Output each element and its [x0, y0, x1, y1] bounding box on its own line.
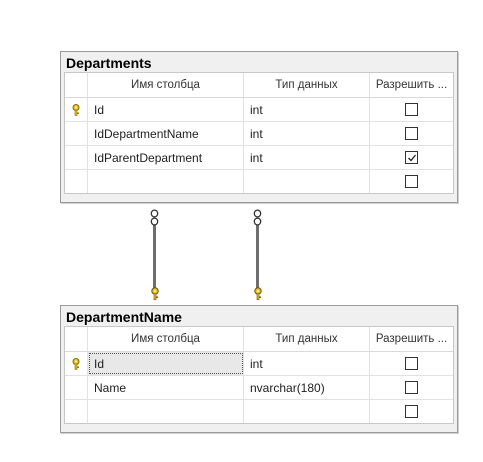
- departmentname-table[interactable]: DepartmentName Имя столбца Тип данных Ра…: [60, 305, 458, 433]
- row-selector-header: [65, 73, 88, 97]
- allow-nulls-checkbox[interactable]: [405, 357, 418, 370]
- row-selector[interactable]: [65, 400, 88, 423]
- table-row-new[interactable]: [65, 170, 453, 193]
- column-name-cell[interactable]: Id: [88, 352, 244, 375]
- primary-key-icon: [72, 357, 80, 370]
- relationship-line[interactable]: [153, 219, 156, 294]
- row-selector[interactable]: [65, 376, 88, 399]
- column-grid: Имя столбца Тип данных Разрешить ... Id …: [64, 72, 454, 194]
- allow-nulls-cell[interactable]: [370, 170, 453, 193]
- primary-key-icon: [151, 287, 159, 301]
- column-grid: Имя столбца Тип данных Разрешить ... Id …: [64, 326, 454, 424]
- column-name-cell[interactable]: Name: [88, 376, 244, 399]
- checkmark-icon: [407, 154, 416, 161]
- column-name-cell[interactable]: IdParentDepartment: [88, 146, 244, 169]
- allow-nulls-checkbox[interactable]: [405, 103, 418, 116]
- table-row[interactable]: Id int: [65, 98, 453, 122]
- row-selector[interactable]: [65, 170, 88, 193]
- allow-nulls-header[interactable]: Разрешить ...: [375, 333, 448, 345]
- row-selector-header: [65, 327, 88, 351]
- primary-key-icon: [254, 287, 262, 301]
- data-type-cell[interactable]: int: [244, 352, 370, 375]
- row-selector[interactable]: [65, 98, 88, 121]
- column-name-cell[interactable]: [88, 170, 244, 193]
- column-name-cell[interactable]: IdDepartmentName: [88, 122, 244, 145]
- grid-header: Имя столбца Тип данных Разрешить ...: [65, 327, 453, 352]
- allow-nulls-checkbox[interactable]: [405, 127, 418, 140]
- allow-nulls-checkbox[interactable]: [405, 381, 418, 394]
- infinity-icon: [253, 209, 262, 226]
- table-row[interactable]: IdDepartmentName int: [65, 122, 453, 146]
- data-type-cell[interactable]: [244, 170, 370, 193]
- table-row[interactable]: Id int: [65, 352, 453, 376]
- allow-nulls-checkbox[interactable]: [405, 151, 418, 164]
- table-footer: [61, 194, 457, 202]
- allow-nulls-cell[interactable]: [370, 400, 453, 423]
- data-type-cell[interactable]: [244, 400, 370, 423]
- data-type-header[interactable]: Тип данных: [244, 73, 370, 97]
- row-selector[interactable]: [65, 352, 88, 375]
- column-name-header[interactable]: Имя столбца: [88, 73, 244, 97]
- data-type-header[interactable]: Тип данных: [244, 327, 370, 351]
- table-row[interactable]: Name nvarchar(180): [65, 376, 453, 400]
- departments-table[interactable]: Departments Имя столбца Тип данных Разре…: [60, 51, 458, 203]
- infinity-icon: [150, 209, 159, 226]
- allow-nulls-cell[interactable]: [370, 98, 453, 121]
- allow-nulls-checkbox[interactable]: [405, 175, 418, 188]
- grid-header: Имя столбца Тип данных Разрешить ...: [65, 73, 453, 98]
- data-type-cell[interactable]: int: [244, 146, 370, 169]
- table-title[interactable]: DepartmentName: [66, 309, 182, 325]
- table-row[interactable]: IdParentDepartment int: [65, 146, 453, 170]
- allow-nulls-cell[interactable]: [370, 146, 453, 169]
- table-row-new[interactable]: [65, 400, 453, 423]
- relationship-line[interactable]: [256, 219, 259, 294]
- allow-nulls-cell[interactable]: [370, 352, 453, 375]
- row-selector[interactable]: [65, 146, 88, 169]
- column-name-header[interactable]: Имя столбца: [88, 327, 244, 351]
- data-type-cell[interactable]: int: [244, 98, 370, 121]
- allow-nulls-header[interactable]: Разрешить ...: [375, 79, 448, 91]
- allow-nulls-cell[interactable]: [370, 122, 453, 145]
- data-type-cell[interactable]: nvarchar(180): [244, 376, 370, 399]
- primary-key-icon: [72, 103, 80, 116]
- allow-nulls-checkbox[interactable]: [405, 405, 418, 418]
- allow-nulls-cell[interactable]: [370, 376, 453, 399]
- data-type-cell[interactable]: int: [244, 122, 370, 145]
- column-name-cell[interactable]: Id: [88, 98, 244, 121]
- column-name-cell[interactable]: [88, 400, 244, 423]
- row-selector[interactable]: [65, 122, 88, 145]
- table-footer: [61, 424, 457, 432]
- table-title[interactable]: Departments: [66, 55, 152, 71]
